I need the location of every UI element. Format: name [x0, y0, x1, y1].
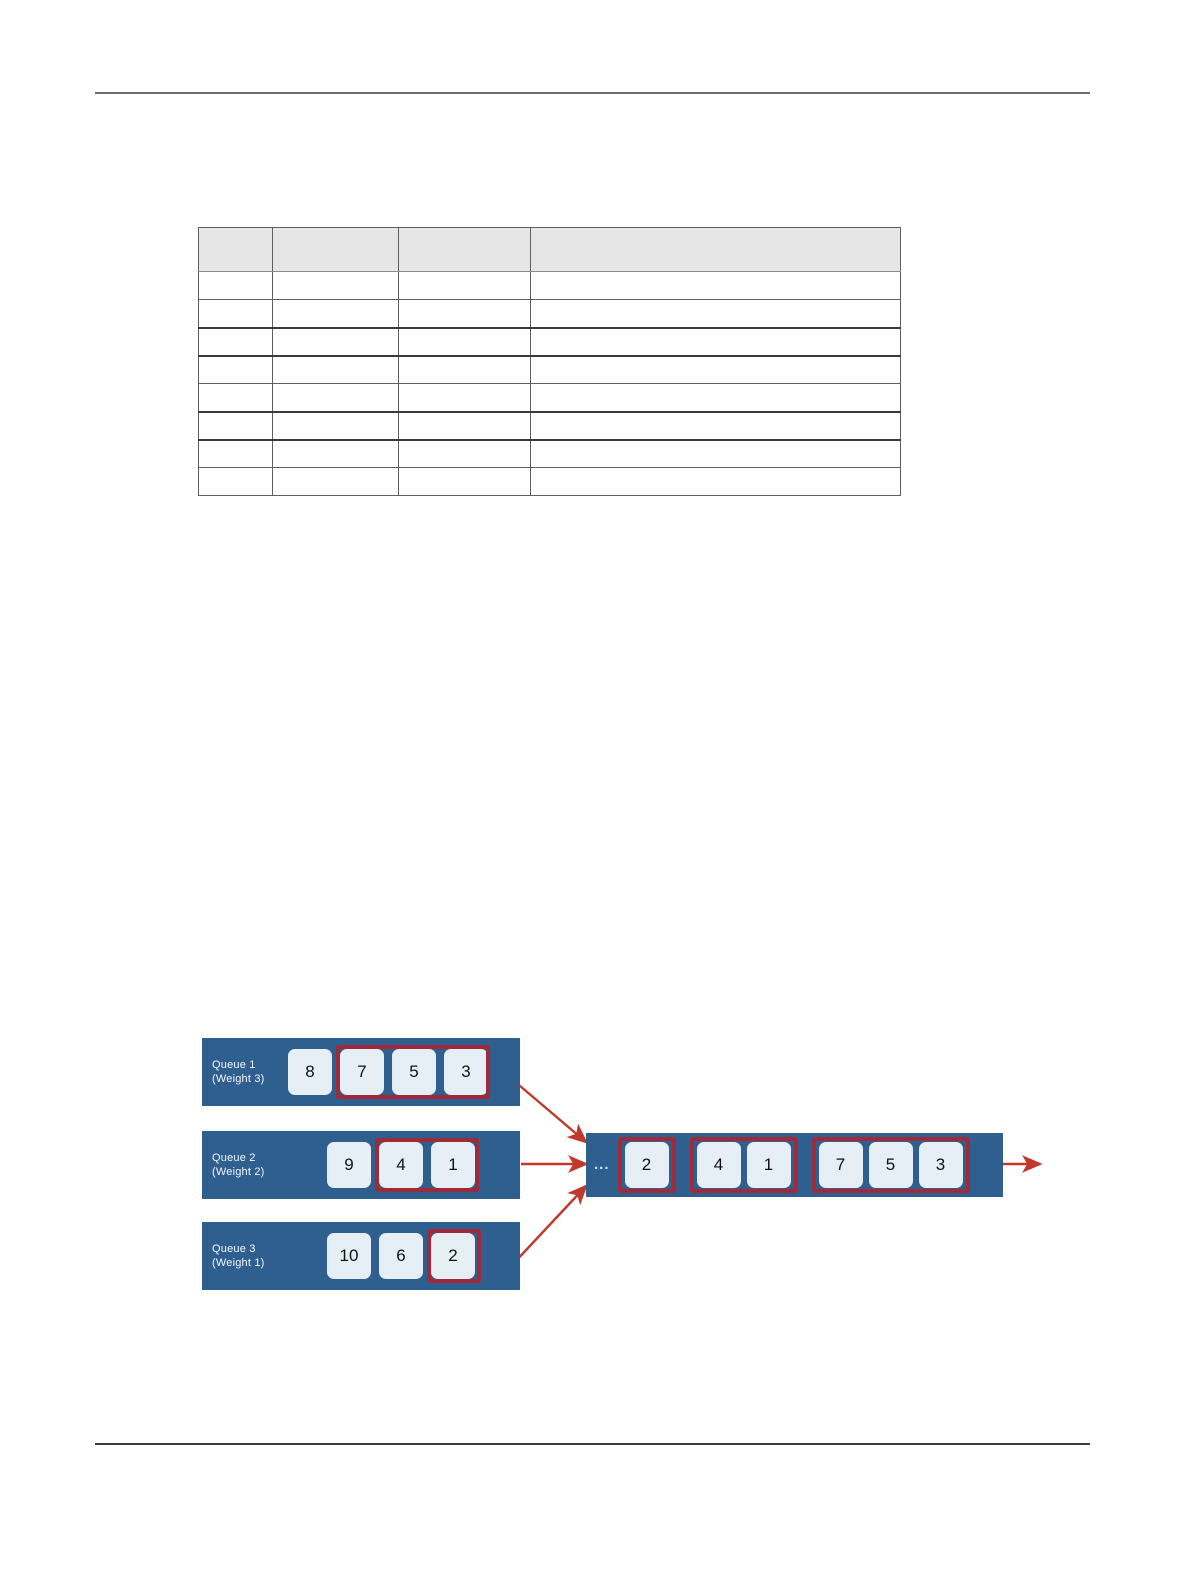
- table-cell: [198, 299, 273, 328]
- table-cell: [398, 467, 531, 496]
- data-table: [198, 227, 901, 496]
- queue-cell[interactable]: 8: [288, 1049, 332, 1095]
- table-row: [198, 354, 901, 384]
- table-cell: [398, 271, 531, 300]
- table-cell: [272, 467, 399, 496]
- table-header-cell-4: [530, 227, 901, 272]
- output-group-queue3: 2: [617, 1137, 676, 1193]
- queue-cell[interactable]: 5: [392, 1049, 436, 1095]
- output-queue-bar: ... 2 4 1 7 5 3: [586, 1133, 1003, 1197]
- output-cell[interactable]: 5: [868, 1142, 913, 1188]
- table-row: [198, 383, 901, 412]
- queue-cell[interactable]: 4: [379, 1142, 423, 1188]
- queue-3-name: Queue 3: [212, 1243, 256, 1255]
- arrow-queue1-to-output: [512, 1079, 589, 1144]
- table-cell: [272, 410, 399, 440]
- output-ellipsis: ...: [594, 1156, 610, 1173]
- output-cell[interactable]: 7: [818, 1142, 863, 1188]
- table-cell: [530, 438, 901, 468]
- queue-1-name: Queue 1: [212, 1059, 256, 1071]
- arrow-queue3-to-output: [512, 1184, 588, 1265]
- table-row: [198, 299, 901, 328]
- table-cell: [398, 299, 531, 328]
- table-cell: [198, 383, 273, 412]
- queue-cell[interactable]: 3: [444, 1049, 488, 1095]
- queue-cell[interactable]: 2: [431, 1233, 475, 1279]
- table-cell: [398, 383, 531, 412]
- table-cell: [530, 410, 901, 440]
- table-cell: [272, 271, 399, 300]
- table-row: [198, 271, 901, 300]
- table-cell: [198, 326, 273, 356]
- table-cell: [398, 326, 531, 356]
- page-header-rule: [95, 92, 1090, 94]
- queue-2-label: Queue 2 (Weight 2): [212, 1151, 280, 1179]
- table-cell: [530, 271, 901, 300]
- table-header-cell-2: [272, 227, 399, 272]
- table-row: [198, 467, 901, 496]
- table-cell: [198, 410, 273, 440]
- table-cell: [530, 354, 901, 384]
- table-row: [198, 326, 901, 356]
- table-row: [198, 438, 901, 468]
- table-cell: [272, 438, 399, 468]
- queue-2-cells: 9 4 1: [327, 1131, 479, 1199]
- data-table-container: [198, 227, 901, 496]
- queue-3-label: Queue 3 (Weight 1): [212, 1242, 280, 1270]
- output-cell[interactable]: 2: [624, 1142, 669, 1188]
- table-cell: [198, 271, 273, 300]
- queue-1-selection-box: [336, 1045, 490, 1099]
- table-cell: [530, 383, 901, 412]
- table-cell: [530, 299, 901, 328]
- queue-3-selection-box: [427, 1229, 481, 1283]
- queue-cell[interactable]: 9: [327, 1142, 371, 1188]
- queue-cell[interactable]: 1: [431, 1142, 475, 1188]
- table-header: [198, 227, 901, 272]
- queue-bar-2: Queue 2 (Weight 2) 9 4 1: [202, 1131, 520, 1199]
- queue-cell[interactable]: 7: [340, 1049, 384, 1095]
- queue-2-selection-box: [375, 1138, 479, 1192]
- table-cell: [398, 410, 531, 440]
- queue-bar-3: Queue 3 (Weight 1) 10 6 2: [202, 1222, 520, 1290]
- queue-1-cells: 8 7 5 3: [288, 1038, 490, 1106]
- table-cell: [272, 383, 399, 412]
- table-header-cell-3: [398, 227, 531, 272]
- table-cell: [398, 354, 531, 384]
- output-cell[interactable]: 1: [746, 1142, 791, 1188]
- queue-2-weight: (Weight 2): [212, 1166, 265, 1178]
- queue-3-cells: 10 6 2: [327, 1222, 481, 1290]
- table-cell: [530, 326, 901, 356]
- output-cell[interactable]: 3: [918, 1142, 963, 1188]
- output-group-queue2: 4 1: [689, 1137, 798, 1193]
- queue-3-weight: (Weight 1): [212, 1257, 265, 1269]
- table-cell: [530, 467, 901, 496]
- table-cell: [198, 438, 273, 468]
- table-header-cell-1: [198, 227, 273, 272]
- table-row: [198, 410, 901, 440]
- queue-cell[interactable]: 6: [379, 1233, 423, 1279]
- table-cell: [198, 354, 273, 384]
- table-cell: [398, 438, 531, 468]
- queue-1-label: Queue 1 (Weight 3): [212, 1058, 280, 1086]
- table-cell: [272, 354, 399, 384]
- queue-1-weight: (Weight 3): [212, 1073, 265, 1085]
- queue-2-name: Queue 2: [212, 1152, 256, 1164]
- queue-bar-1: Queue 1 (Weight 3) 8 7 5 3: [202, 1038, 520, 1106]
- queue-cell[interactable]: 10: [327, 1233, 371, 1279]
- page-footer-rule: [95, 1443, 1090, 1445]
- table-cell: [198, 467, 273, 496]
- table-body: [198, 271, 901, 496]
- output-cell[interactable]: 4: [696, 1142, 741, 1188]
- output-group-queue1: 7 5 3: [811, 1137, 970, 1193]
- table-cell: [272, 299, 399, 328]
- table-cell: [272, 326, 399, 356]
- table-header-row: [198, 227, 901, 272]
